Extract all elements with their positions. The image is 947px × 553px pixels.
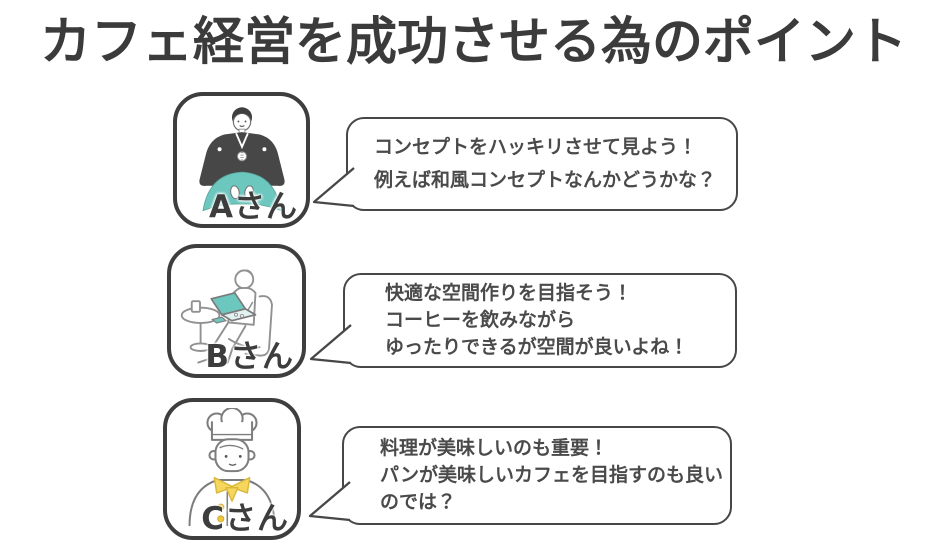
avatar-box-b: Bさん	[167, 244, 306, 378]
laptop-worker-icon	[180, 269, 273, 366]
speaker-b-label: Bさん	[205, 339, 294, 375]
bubble-b-line-2: コーヒーを飲みながら	[385, 309, 576, 331]
speech-bubble-b: 快適な空間作りを目指そう！ コーヒーを飲みながら ゆったりできるが空間が良いよね…	[309, 273, 737, 368]
bubble-a-line-2: 例えば和風コンセプトなんかどうかな？	[374, 169, 717, 191]
bubble-c-line-3: のでは？	[380, 491, 457, 513]
bubble-b-line-3: ゆったりできるが空間が良いよね！	[385, 336, 689, 358]
bubble-a-line-1: コンセプトをハッキリさせて見よう！	[374, 136, 698, 158]
bubble-tail-icon	[309, 324, 352, 365]
bubble-b-line-1: 快適な空間作りを目指そう！	[385, 282, 633, 304]
speech-bubble-a: コンセプトをハッキリさせて見よう！ 例えば和風コンセプトなんかどうかな？	[312, 117, 738, 211]
speaker-a-label: Aさん	[209, 189, 298, 225]
bubble-c-line-1: 料理が美味しいのも重要！	[380, 437, 609, 459]
seiza-kimono-man-icon	[199, 107, 285, 212]
bubble-tail-icon	[308, 481, 351, 522]
speaker-c-label: Cさん	[201, 501, 289, 537]
bubble-c-line-2: パンが美味しいカフェを目指すのも良い	[380, 464, 723, 486]
avatar-box-c: Cさん	[163, 398, 301, 540]
chef-icon	[188, 408, 276, 526]
speech-bubble-c: 料理が美味しいのも重要！ パンが美味しいカフェを目指すのも良い のでは？	[308, 426, 732, 525]
bubble-tail-icon	[312, 167, 355, 208]
page-title: カフェ経営を成功させる為のポイント	[39, 13, 907, 72]
avatar-box-a: Aさん	[173, 92, 310, 228]
